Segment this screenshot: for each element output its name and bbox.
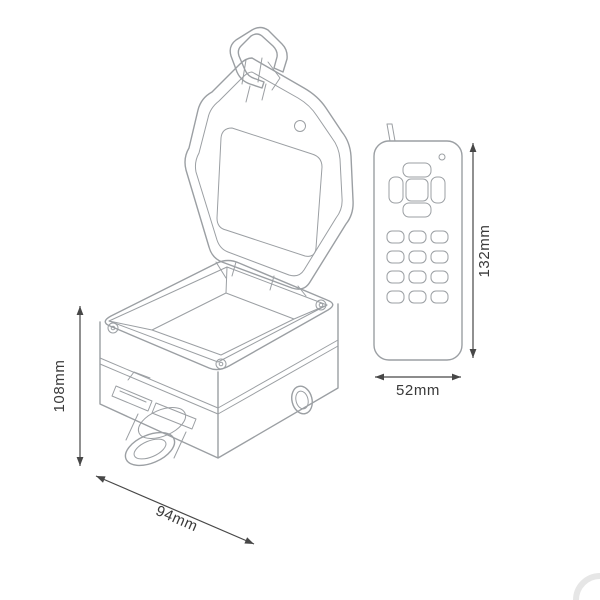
- remote-button: [408, 230, 427, 244]
- remote-button: [386, 250, 405, 264]
- remote-led: [438, 153, 446, 161]
- arrow-right-icon: [244, 537, 254, 544]
- dimension-box-width: 94mm: [95, 475, 255, 545]
- dimension-remote-height: 132mm: [469, 143, 493, 358]
- remote-button: [386, 290, 405, 304]
- dpad-left-button: [388, 176, 404, 204]
- clip-strap: [245, 61, 281, 103]
- screw: [315, 299, 327, 311]
- dimension-label: 94mm: [153, 502, 200, 535]
- screw: [215, 358, 227, 370]
- dimension-label: 132mm: [476, 224, 493, 277]
- dimension-label: 52mm: [396, 382, 440, 399]
- remote-button: [430, 290, 449, 304]
- box-seam-lines: [99, 339, 339, 415]
- remote-button: [408, 290, 427, 304]
- arrow-down-icon: [469, 349, 477, 358]
- box-cavity-walls: [108, 266, 328, 331]
- lid-inner-outline: [194, 71, 343, 277]
- remote-button: [430, 270, 449, 284]
- arrow-right-icon: [452, 373, 461, 381]
- dimension-remote-width: 52mm: [375, 373, 461, 399]
- clip-hook-outline: [229, 26, 288, 89]
- box-walls: [99, 303, 339, 459]
- dimension-line: [95, 475, 255, 545]
- remote-body: [373, 140, 463, 361]
- remote-control: [373, 123, 463, 361]
- dimension-label: 108mm: [51, 359, 68, 412]
- lid-seal-panel: [216, 127, 323, 257]
- junction-box: [99, 26, 354, 467]
- arrow-up-icon: [76, 306, 84, 315]
- remote-button: [408, 250, 427, 264]
- box-body: [99, 259, 339, 467]
- dpad-center-button: [405, 178, 429, 202]
- side-hole: [291, 385, 313, 415]
- dimension-box-height: 108mm: [51, 306, 84, 466]
- box-rim-outer: [104, 259, 334, 371]
- lid-clip: [229, 26, 288, 103]
- box-lid: [184, 57, 354, 297]
- remote-antenna: [386, 123, 396, 142]
- arrow-left-icon: [375, 373, 384, 381]
- arrow-down-icon: [76, 457, 84, 466]
- remote-button: [386, 230, 405, 244]
- remote-button: [430, 230, 449, 244]
- lid-outer-outline: [184, 57, 354, 290]
- lid-hinge-hole: [294, 120, 306, 132]
- remote-button: [408, 270, 427, 284]
- remote-button-grid: [386, 230, 449, 304]
- remote-button: [430, 250, 449, 264]
- arrow-left-icon: [96, 476, 106, 483]
- box-rim-inner: [108, 266, 328, 363]
- front-latch: [111, 371, 197, 430]
- cable-gland: [124, 407, 187, 467]
- remote-dpad: [388, 162, 446, 218]
- remote-button: [386, 270, 405, 284]
- dpad-down-button: [402, 202, 432, 218]
- arrow-up-icon: [469, 143, 477, 152]
- screw: [107, 322, 119, 334]
- dpad-right-button: [430, 176, 446, 204]
- dpad-up-button: [402, 162, 432, 178]
- lid-hinge-strap: [215, 261, 307, 297]
- watermark-curve: [573, 573, 600, 600]
